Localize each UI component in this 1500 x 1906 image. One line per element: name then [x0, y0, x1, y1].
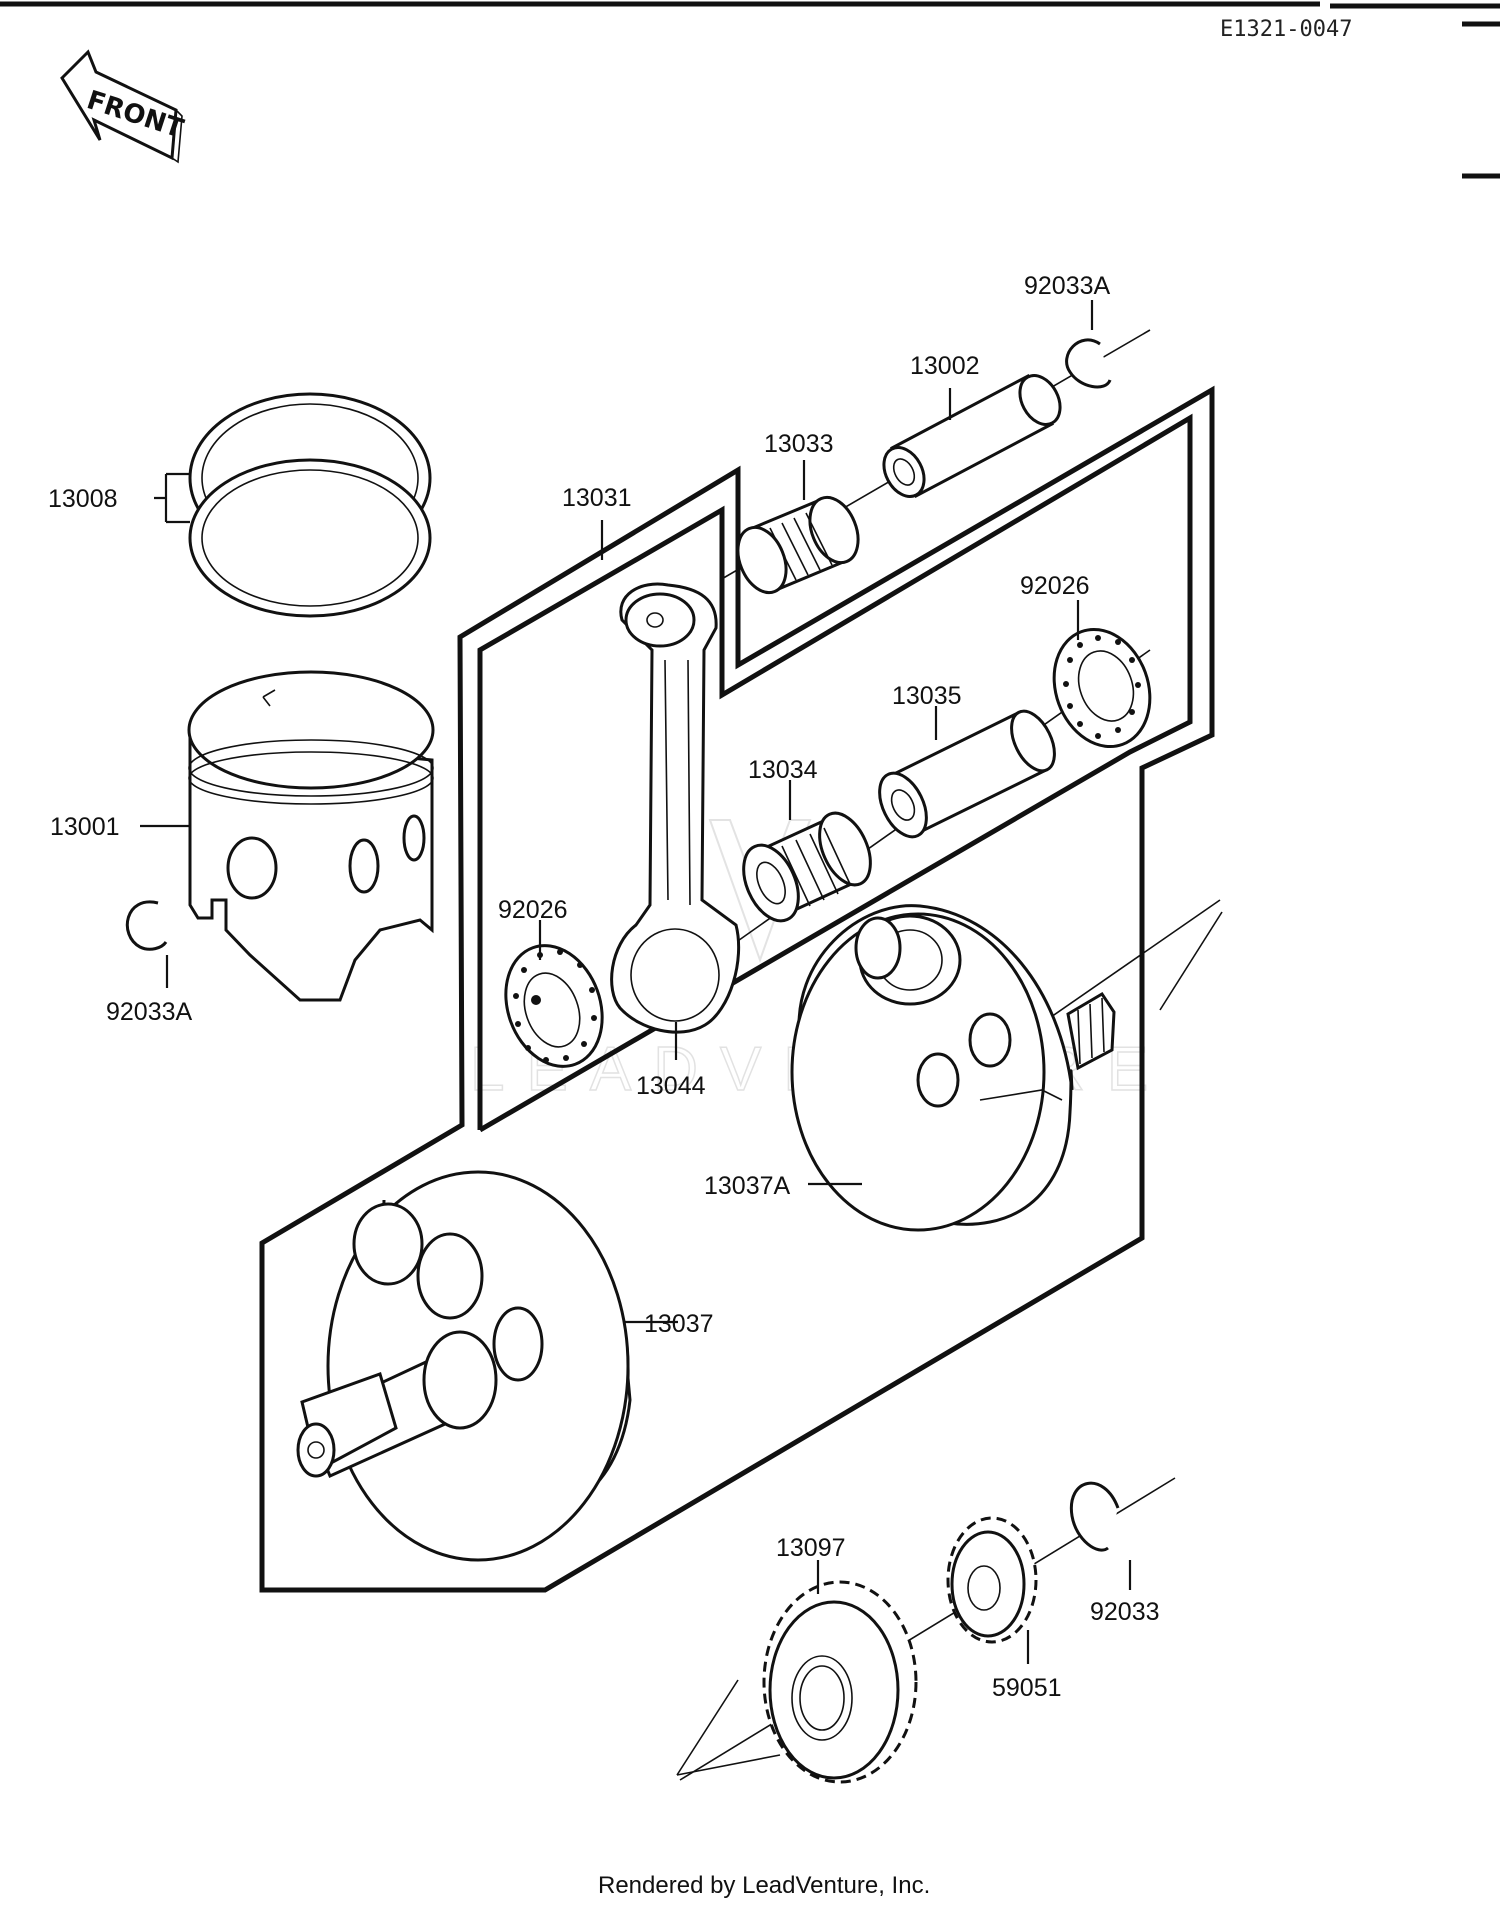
top-border-lines: [0, 1, 1500, 179]
label-13001: 13001: [50, 813, 120, 841]
label-13044: 13044: [636, 1072, 706, 1100]
leader-lines: [140, 300, 1132, 1664]
label-13097: 13097: [776, 1534, 846, 1562]
label-13037a: 13037A: [704, 1172, 791, 1200]
label-13037: 13037: [644, 1310, 714, 1338]
label-13034: 13034: [748, 756, 818, 784]
piston-rings: [188, 392, 432, 618]
small-end-bearing: [736, 495, 860, 595]
drive-gear: [762, 1580, 918, 1784]
circlip-bottom: [1069, 1481, 1120, 1552]
label-13035: 13035: [892, 682, 962, 710]
piston-pin: [882, 373, 1062, 499]
diagram-code: E1321-0047: [1220, 17, 1352, 42]
crank-half-left: [296, 1170, 632, 1562]
label-92026-left: 92026: [498, 896, 568, 924]
assembly-outline: [259, 385, 1215, 1593]
crank-half-right: [790, 904, 1116, 1232]
sprocket: [946, 1516, 1038, 1644]
footer-credit: Rendered by LeadVenture, Inc.: [598, 1872, 930, 1899]
label-13033: 13033: [764, 430, 834, 458]
label-92026-right: 92026: [1020, 572, 1090, 600]
label-13031: 13031: [562, 484, 632, 512]
thrust-washer-right: [1052, 627, 1152, 749]
piston: [187, 670, 435, 1002]
label-92033a-left: 92033A: [106, 998, 193, 1026]
label-13008: 13008: [48, 485, 118, 513]
label-13002: 13002: [910, 352, 980, 380]
front-arrow-icon: FRONT: [60, 49, 187, 164]
connecting-rod: [610, 582, 741, 1034]
crank-pin: [878, 709, 1056, 839]
label-92033: 92033: [1090, 1598, 1160, 1626]
circlip-right: [1065, 338, 1112, 389]
label-59051: 59051: [992, 1674, 1062, 1702]
circlip-left: [125, 900, 168, 951]
label-92033a-right: 92033A: [1024, 272, 1111, 300]
big-end-bearing: [742, 811, 872, 923]
thrust-washer-left: [504, 944, 604, 1068]
